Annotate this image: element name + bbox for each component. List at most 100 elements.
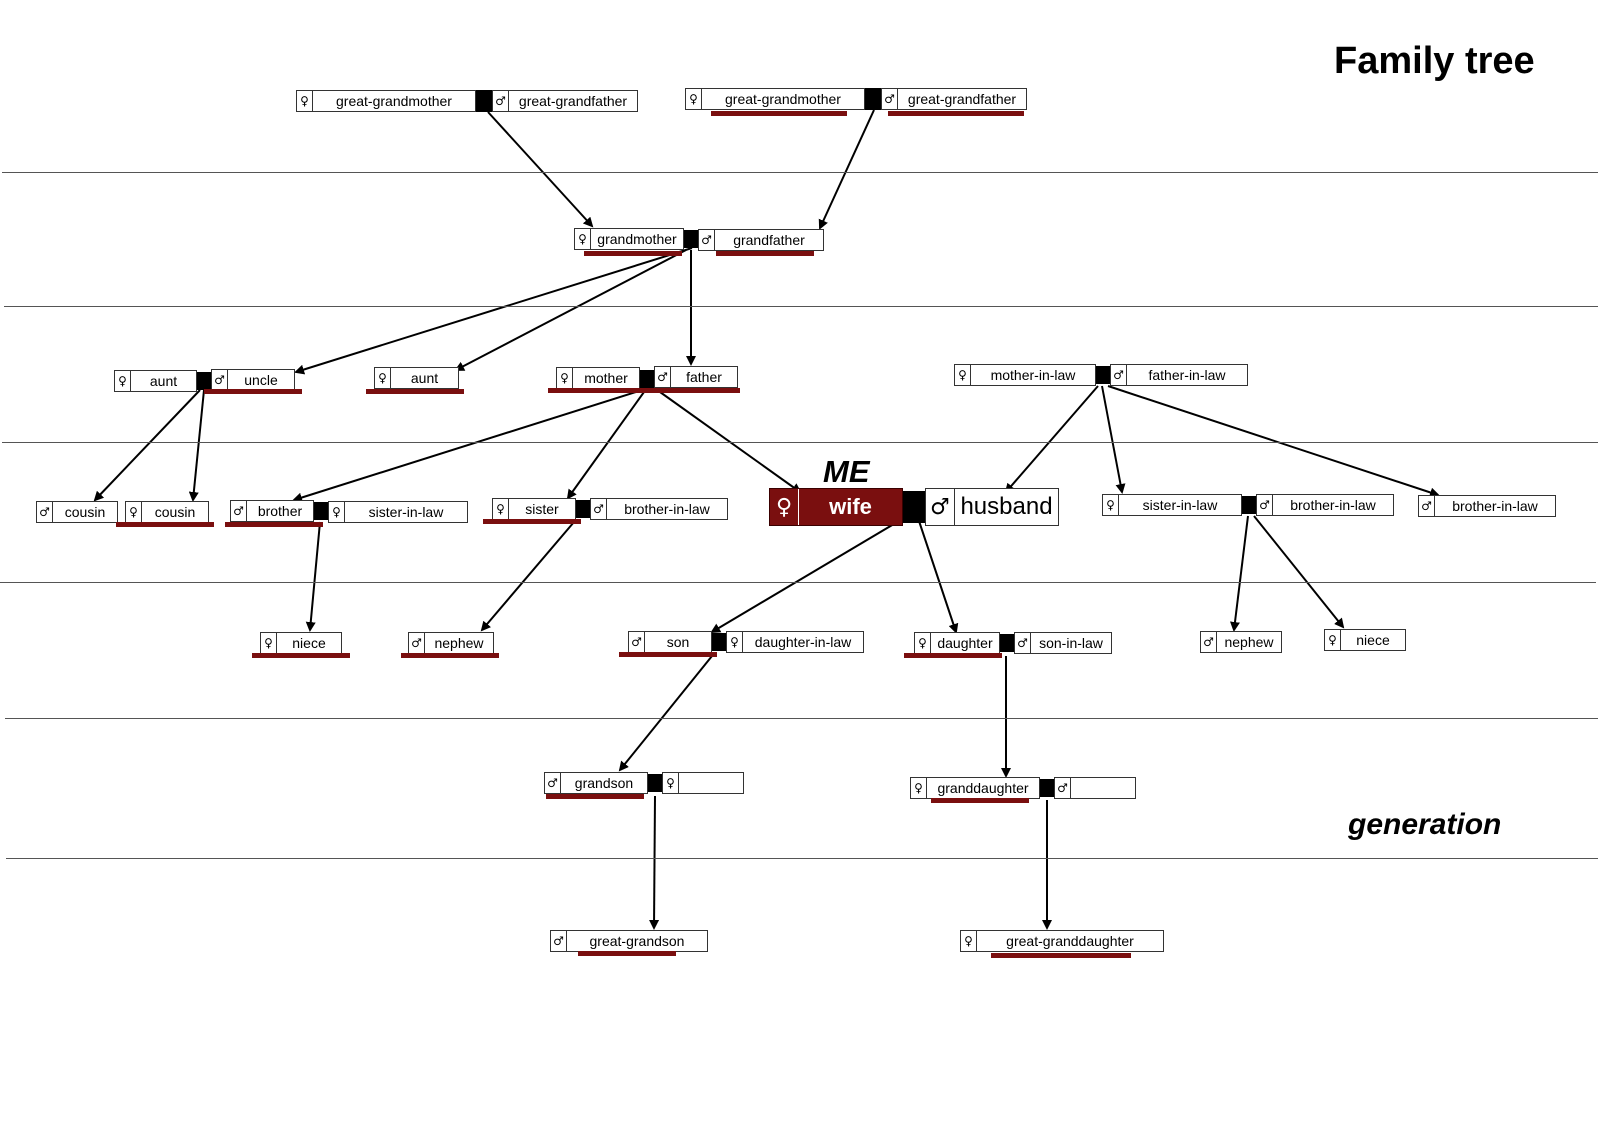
person-grandfather[interactable]: ♂ grandfather bbox=[698, 229, 824, 251]
person-brother-in-law[interactable]: ♂ brother-in-law bbox=[1256, 494, 1394, 516]
person-great-grandmother[interactable]: ♀ great-grandmother bbox=[685, 88, 865, 110]
descent-arrow bbox=[1107, 385, 1440, 498]
person-great-grandmother[interactable]: ♀ great-grandmother bbox=[296, 90, 476, 112]
couple-join bbox=[1000, 634, 1014, 652]
blood-relative-underline bbox=[991, 953, 1131, 958]
male-symbol-icon: ♂ bbox=[37, 502, 53, 522]
generation-separator bbox=[2, 442, 1598, 443]
blood-relative-underline bbox=[204, 389, 302, 394]
female-symbol-icon: ♀ bbox=[1325, 630, 1341, 650]
blood-relative-underline bbox=[483, 519, 581, 524]
female-symbol-icon: ♀ bbox=[375, 368, 391, 388]
person-wife-me[interactable]: ♀ wife bbox=[769, 488, 903, 526]
person-brother[interactable]: ♂ brother bbox=[230, 500, 314, 522]
person-father[interactable]: ♂ father bbox=[654, 366, 738, 388]
couple-join bbox=[476, 90, 492, 112]
generation-separator bbox=[0, 582, 1596, 583]
female-symbol-icon: ♀ bbox=[955, 365, 971, 385]
person-husband[interactable]: ♂ husband bbox=[925, 488, 1059, 526]
person-father-in-law[interactable]: ♂ father-in-law bbox=[1110, 364, 1248, 386]
female-symbol-icon: ♀ bbox=[261, 633, 277, 653]
person-daughter-in-law[interactable]: ♀ daughter-in-law bbox=[726, 631, 864, 653]
couple-join bbox=[1040, 779, 1054, 797]
person-label: sister-in-law bbox=[1142, 497, 1218, 513]
descent-arrow bbox=[1004, 385, 1099, 494]
male-symbol-icon: ♂ bbox=[882, 89, 898, 109]
female-symbol-icon: ♀ bbox=[727, 632, 743, 652]
person-great-granddaughter[interactable]: ♀ great-granddaughter bbox=[960, 930, 1164, 952]
female-symbol-icon: ♀ bbox=[297, 91, 313, 111]
blood-relative-underline bbox=[116, 522, 214, 527]
person-label: daughter bbox=[937, 635, 993, 651]
person-niece[interactable]: ♀ niece bbox=[260, 632, 342, 654]
descent-arrow bbox=[188, 389, 205, 502]
person-label: father bbox=[686, 369, 722, 385]
person-label: brother-in-law bbox=[1452, 498, 1538, 514]
male-symbol-icon: ♂ bbox=[212, 370, 228, 390]
couple-join bbox=[648, 774, 662, 792]
blood-relative-underline bbox=[711, 111, 847, 116]
person-aunt[interactable]: ♀ aunt bbox=[114, 370, 197, 392]
person-uncle[interactable]: ♂ uncle bbox=[211, 369, 295, 391]
descent-arrow bbox=[454, 249, 687, 371]
person-label: son-in-law bbox=[1039, 635, 1103, 651]
person-great-grandfather[interactable]: ♂ great-grandfather bbox=[492, 90, 638, 112]
generation-separator bbox=[4, 306, 1598, 307]
person-mother[interactable]: ♀ mother bbox=[556, 367, 640, 389]
person-cousin[interactable]: ♂ cousin bbox=[36, 501, 118, 523]
blood-relative-underline bbox=[619, 652, 717, 657]
person-niece[interactable]: ♀ niece bbox=[1324, 629, 1406, 651]
person-nephew[interactable]: ♂ nephew bbox=[408, 632, 494, 654]
male-symbol-icon: ♂ bbox=[1055, 778, 1071, 798]
descent-arrow bbox=[305, 521, 321, 632]
person-label: daughter-in-law bbox=[754, 634, 852, 650]
person-grandson[interactable]: ♂ grandson bbox=[544, 772, 648, 794]
person-brother-in-law[interactable]: ♂ brother-in-law bbox=[590, 498, 728, 520]
male-symbol-icon: ♂ bbox=[1201, 632, 1217, 652]
male-symbol-icon: ♂ bbox=[409, 633, 425, 653]
descent-arrow bbox=[917, 517, 959, 634]
person-great-grandson[interactable]: ♂ great-grandson bbox=[550, 930, 708, 952]
blood-relative-underline bbox=[888, 111, 1024, 116]
blood-relative-underline bbox=[904, 653, 1002, 658]
person-daughter[interactable]: ♀ daughter bbox=[914, 632, 1000, 654]
person-sister-in-law[interactable]: ♀ sister-in-law bbox=[328, 501, 468, 523]
person-label: brother bbox=[257, 503, 303, 519]
person-brother-in-law[interactable]: ♂ brother-in-law bbox=[1418, 495, 1556, 517]
person-cousin[interactable]: ♀ cousin bbox=[125, 501, 209, 523]
male-symbol-icon: ♂ bbox=[1419, 496, 1435, 516]
person-sister-in-law[interactable]: ♀ sister-in-law bbox=[1102, 494, 1242, 516]
couple-join bbox=[1096, 366, 1110, 384]
female-symbol-icon: ♀ bbox=[493, 499, 509, 519]
person-mother-in-law[interactable]: ♀ mother-in-law bbox=[954, 364, 1096, 386]
person-sister[interactable]: ♀ sister bbox=[492, 498, 576, 520]
descent-arrow bbox=[710, 517, 905, 634]
couple-join bbox=[903, 491, 925, 523]
person-son[interactable]: ♂ son bbox=[628, 631, 712, 653]
male-symbol-icon: ♂ bbox=[493, 91, 509, 111]
descent-arrow bbox=[294, 247, 693, 375]
person-label: niece bbox=[1356, 632, 1390, 648]
generation-separator bbox=[6, 858, 1598, 859]
person-son-in-law[interactable]: ♂ son-in-law bbox=[1014, 632, 1112, 654]
person-nephew[interactable]: ♂ nephew bbox=[1200, 631, 1282, 653]
person-grandson-spouse[interactable]: ♀ bbox=[662, 772, 744, 794]
male-symbol-icon: ♂ bbox=[655, 367, 671, 387]
person-grandmother[interactable]: ♀ grandmother bbox=[574, 228, 684, 250]
person-granddaughter-spouse[interactable]: ♂ bbox=[1054, 777, 1136, 799]
descent-arrow bbox=[1230, 515, 1249, 632]
descent-arrow bbox=[566, 391, 645, 500]
person-label: great-grandmother bbox=[336, 93, 452, 109]
female-symbol-icon: ♀ bbox=[115, 371, 131, 391]
person-granddaughter[interactable]: ♀ granddaughter bbox=[910, 777, 1040, 799]
generation-label: generation bbox=[1348, 808, 1502, 841]
person-label: aunt bbox=[149, 373, 178, 389]
couple-join bbox=[1242, 496, 1256, 514]
person-aunt[interactable]: ♀ aunt bbox=[374, 367, 459, 389]
person-label: grandson bbox=[574, 775, 634, 791]
person-great-grandfather[interactable]: ♂ great-grandfather bbox=[881, 88, 1027, 110]
blood-relative-underline bbox=[716, 251, 814, 256]
person-label: great-granddaughter bbox=[1006, 933, 1134, 949]
person-label: grandfather bbox=[733, 232, 805, 248]
